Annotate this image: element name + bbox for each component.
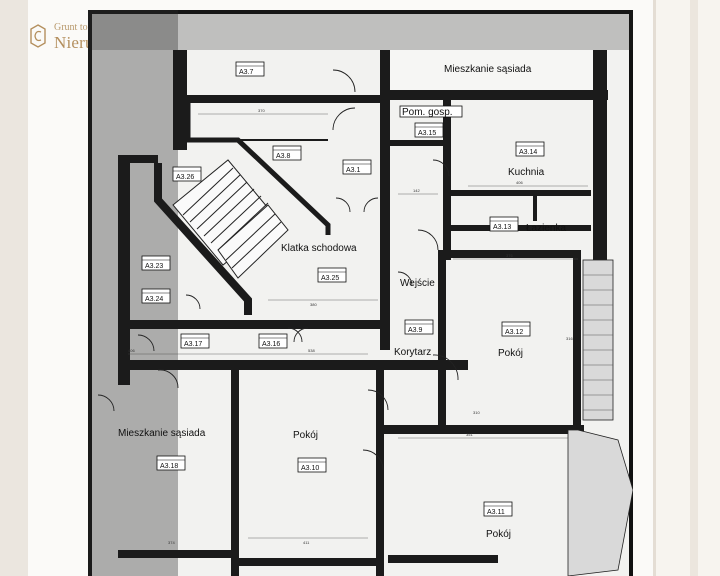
room-id-a39: A3.9 [404,319,434,335]
room-id-a310: A3.10 [297,457,327,473]
label-utility-room: Pom. gosp. [402,107,453,118]
room-id-text: A3.18 [160,463,178,470]
room-id-a317: A3.17 [180,333,210,349]
dim-6: 406 [128,348,135,353]
room-id-a315: A3.15 [414,122,444,138]
right-frame [653,0,720,576]
dim-10: 374 [168,540,175,545]
room-id-text: A3.15 [418,130,436,137]
room-id-text: A3.7 [239,69,254,76]
label-bathroom: Łazienka [526,223,566,234]
label-neighbour-left: Mieszkanie sąsiada [118,428,206,439]
label-neighbour-top: Mieszkanie sąsiada [444,64,532,75]
dim-8: 316 [566,336,573,341]
room-id-text: A3.11 [487,509,505,516]
label-kitchen: Kuchnia [508,167,545,178]
room-id-text: A3.25 [321,275,339,282]
room-id-a31: A3.1 [342,159,372,175]
dim-7: 538 [308,348,315,353]
label-staircase: Klatka schodowa [281,243,357,254]
floor-plan-drawing: 370 380 142 406 376 406 538 316 411 374 … [88,10,633,576]
room-id-text: A3.1 [346,167,361,174]
room-id-text: A3.16 [262,341,280,348]
floor-plan: 370 380 142 406 376 406 538 316 411 374 … [88,10,633,576]
label-room-middle: Pokój [293,430,318,441]
room-id-text: A3.14 [519,149,537,156]
room-id-a316: A3.16 [258,333,288,349]
room-id-a38: A3.8 [272,145,302,161]
logo-mark-icon [30,24,46,48]
room-id-a312: A3.12 [501,321,531,337]
label-corridor: Korytarz [394,347,431,358]
dim-4: 406 [516,180,523,185]
room-id-text: A3.26 [176,174,194,181]
room-id-text: A3.17 [184,341,202,348]
label-room-right: Pokój [498,348,523,359]
room-id-a323: A3.23 [141,255,171,271]
room-id-a318: A3.18 [156,455,186,471]
dim-1: 370 [258,108,265,113]
dim-9: 411 [303,540,310,545]
room-id-a325: A3.25 [317,267,347,283]
label-room-bottom: Pokój [486,529,511,540]
room-id-text: A3.23 [145,263,163,270]
room-id-text: A3.13 [493,224,511,231]
room-id-a313: A3.13 [489,216,519,232]
dim-5: 376 [506,253,513,258]
room-id-a324: A3.24 [141,288,171,304]
dim-3: 142 [413,188,420,193]
dim-11: 351 [466,432,473,437]
room-id-text: A3.8 [276,153,291,160]
room-id-text: A3.24 [145,296,163,303]
room-id-a311: A3.11 [483,501,513,517]
dim-12: 310 [473,410,480,415]
room-id-a326: A3.26 [172,166,202,182]
room-id-a314: A3.14 [515,141,545,157]
dim-2: 380 [310,302,317,307]
room-id-a37: A3.7 [235,61,265,77]
label-entrance: Wejście [400,278,435,289]
room-id-text: A3.12 [505,329,523,336]
left-frame [0,0,28,576]
room-id-text: A3.9 [408,327,423,334]
logo-line-1: Grunt to [54,22,88,33]
room-id-text: A3.10 [301,465,319,472]
